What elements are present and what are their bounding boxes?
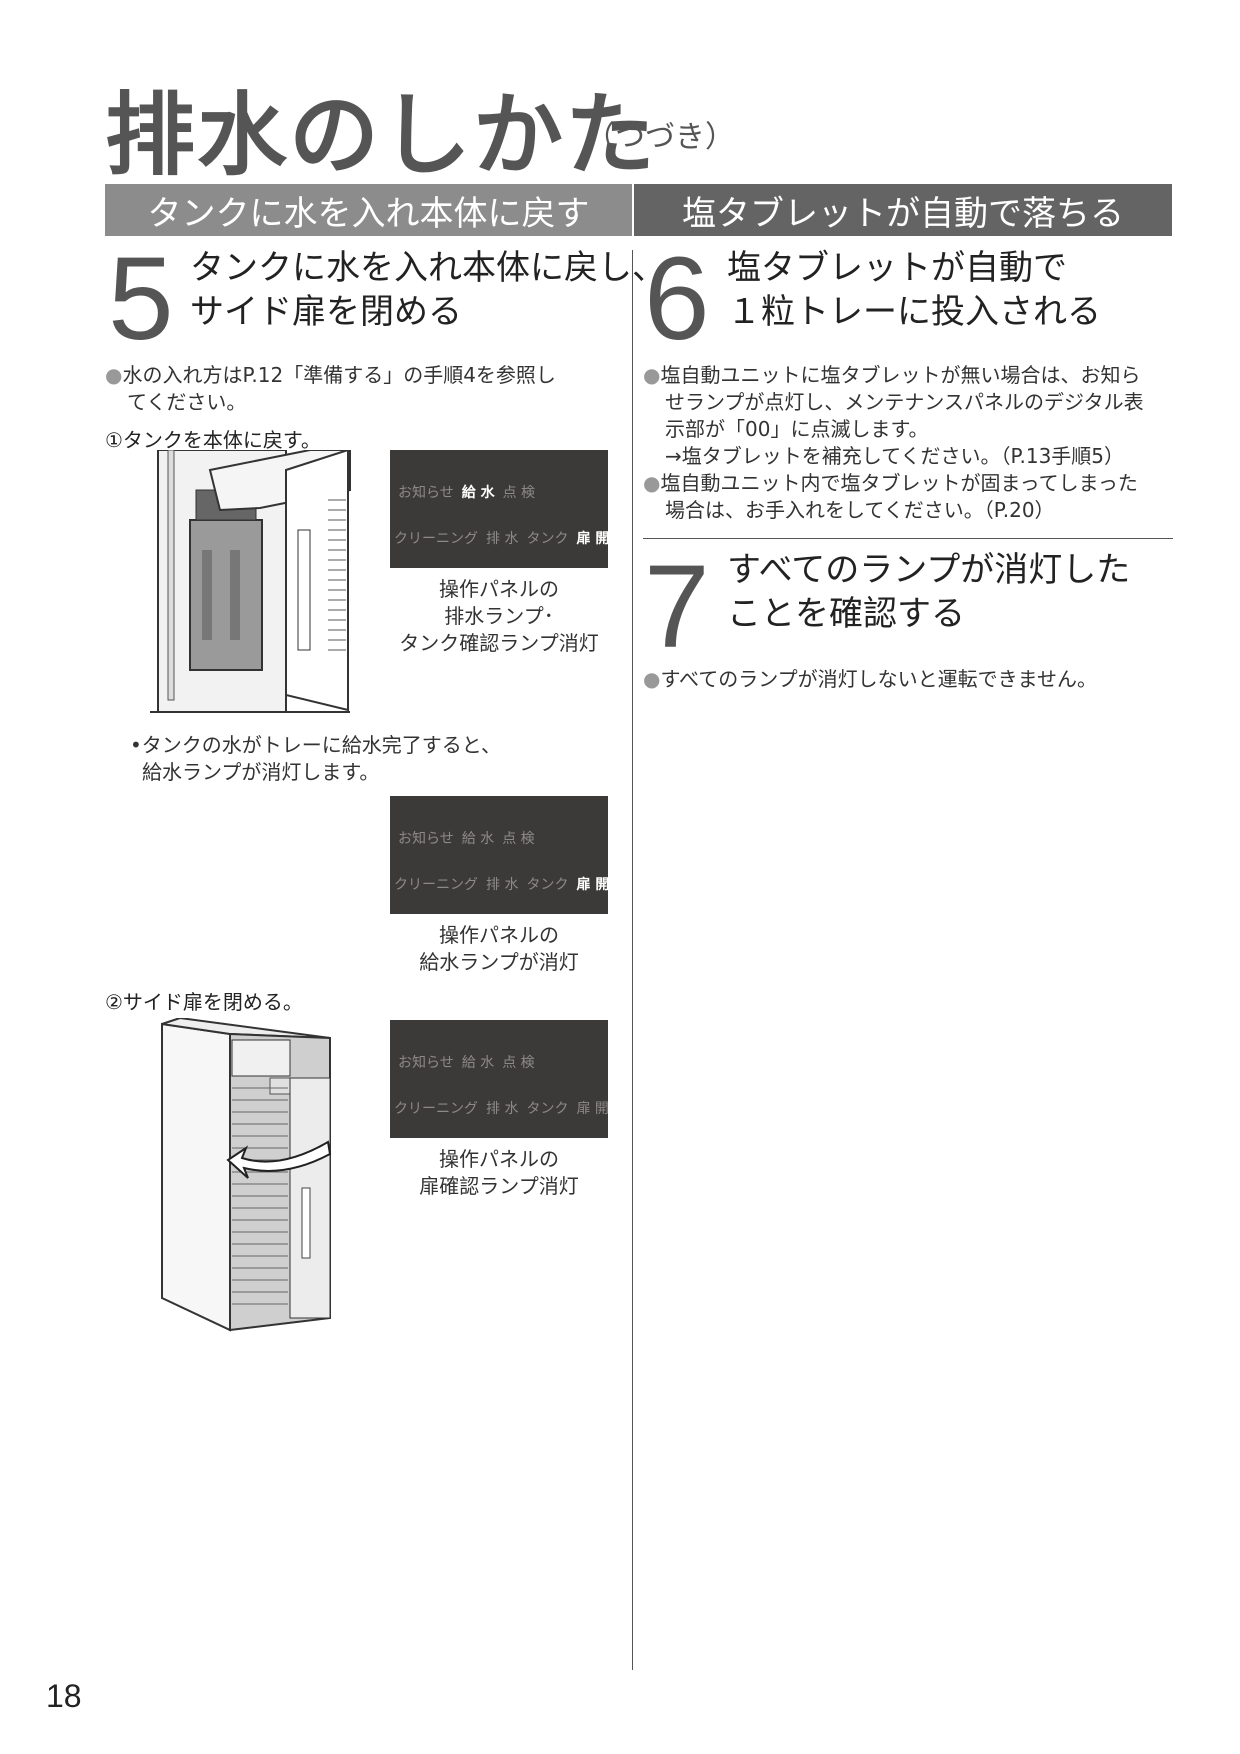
bullet-mark: ● bbox=[643, 363, 661, 387]
step5-substep1: ①タンクを本体に戻す。 bbox=[105, 428, 321, 452]
step5-bullet2: •タンクの水がトレーに給水完了すると、 給水ランプが消灯します。 bbox=[130, 732, 501, 786]
panel-lamp-haisui: 排 水 bbox=[486, 1101, 519, 1117]
step7-title-line2: ことを確認する bbox=[727, 594, 965, 634]
step6-note1-line2: せランプが点灯し、メンテナンスパネルのデジタル表 bbox=[665, 390, 1144, 414]
bullet-mark: ● bbox=[643, 667, 661, 691]
step5-number: 5 bbox=[108, 233, 174, 365]
caption-line: 排水ランプ･ bbox=[444, 604, 554, 628]
control-panel-3: お知らせ給 水点 検 クリーニング排 水タンク扉 開 bbox=[390, 1020, 609, 1138]
step6-note1-line3: 示部が「00」に点滅します。 bbox=[665, 417, 929, 441]
caption-panel-3: 操作パネルの 扉確認ランプ消灯 bbox=[390, 1146, 608, 1200]
step7-title-line1: すべてのランプが消灯した bbox=[727, 550, 1131, 590]
caption-line: タンク確認ランプ消灯 bbox=[399, 631, 599, 655]
control-panel-1: お知らせ給 水点 検 クリーニング排 水タンク扉 開 bbox=[390, 450, 610, 568]
step7-number: 7 bbox=[644, 541, 710, 673]
step6-note2-line2: 場合は、お手入れをしてください。（P.20） bbox=[665, 498, 1055, 522]
step6-note1-line1: 塩自動ユニットに塩タブレットが無い場合は、お知ら bbox=[660, 363, 1141, 387]
step6-number: 6 bbox=[644, 233, 710, 365]
panel-label-oshirase: お知らせ bbox=[398, 485, 454, 501]
panel-lamp-haisui: 排 水 bbox=[486, 531, 519, 547]
step5-note-line2: てください。 bbox=[127, 390, 247, 414]
panel-lamp-cleaning: クリーニング bbox=[394, 531, 478, 547]
page-number: 18 bbox=[46, 1678, 82, 1714]
caption-panel-1: 操作パネルの 排水ランプ･ タンク確認ランプ消灯 bbox=[390, 576, 608, 657]
step5-bullet2-line2: 給水ランプが消灯します。 bbox=[142, 760, 380, 784]
step5-title-line2: サイド扉を閉める bbox=[190, 292, 462, 332]
panel-lamp-kyusui: 給 水 bbox=[461, 831, 495, 847]
page-title: 排水のしかた bbox=[105, 83, 657, 188]
caption-panel-2: 操作パネルの 給水ランプが消灯 bbox=[390, 922, 608, 976]
panel-lamp-tobira: 扉 開 bbox=[576, 877, 610, 893]
tank-insert-illustration bbox=[150, 450, 351, 713]
step7-note: ●すべてのランプが消灯しないと運転できません。 bbox=[643, 666, 1097, 693]
bullet-mark: ● bbox=[643, 471, 661, 495]
caption-line: 操作パネルの bbox=[439, 1147, 559, 1171]
section-band-salt: 塩タブレットが自動で落ちる bbox=[634, 184, 1172, 236]
panel-lamp-cleaning: クリーニング bbox=[394, 877, 478, 893]
panel-label-oshirase: お知らせ bbox=[398, 1055, 454, 1071]
panel-lamp-kyusui: 給 水 bbox=[461, 1055, 495, 1071]
panel-lamp-tenken: 点 検 bbox=[502, 485, 536, 501]
caption-line: 給水ランプが消灯 bbox=[419, 950, 579, 974]
step5-title-line1: タンクに水を入れ本体に戻し、 bbox=[190, 248, 666, 288]
step6-note1-line4: →塩タブレットを補充してください。（P.13手順5） bbox=[665, 444, 1125, 468]
panel-label-oshirase: お知らせ bbox=[398, 831, 454, 847]
panel-lamp-haisui: 排 水 bbox=[486, 877, 519, 893]
step6-note2-line1: 塩自動ユニット内で塩タブレットが固まってしまった bbox=[660, 471, 1138, 495]
bullet-mark: ● bbox=[105, 363, 123, 387]
panel-lamp-tank: タンク bbox=[526, 877, 569, 893]
panel-lamp-kyusui: 給 水 bbox=[461, 485, 495, 501]
step5-bullet2-line1: •タンクの水がトレーに給水完了すると、 bbox=[130, 733, 501, 757]
column-divider bbox=[632, 250, 633, 1670]
step7-note-text: すべてのランプが消灯しないと運転できません。 bbox=[660, 667, 1098, 691]
panel-lamp-tenken: 点 検 bbox=[502, 831, 535, 847]
caption-line: 操作パネルの bbox=[439, 923, 559, 947]
panel-lamp-tobira: 扉 開 bbox=[576, 531, 610, 547]
step6-title-line2: １粒トレーに投入される bbox=[727, 292, 1101, 332]
caption-line: 扉確認ランプ消灯 bbox=[419, 1174, 579, 1198]
door-close-illustration bbox=[161, 1018, 332, 1332]
panel-lamp-cleaning: クリーニング bbox=[394, 1101, 478, 1117]
step6-title-line1: 塩タブレットが自動で bbox=[727, 248, 1067, 288]
caption-line: 操作パネルの bbox=[439, 577, 559, 601]
section-band-tank: タンクに水を入れ本体に戻す bbox=[105, 184, 632, 236]
panel-lamp-tank: タンク bbox=[526, 531, 569, 547]
control-panel-2: お知らせ給 水点 検 クリーニング排 水タンク扉 開 bbox=[390, 796, 610, 914]
panel-lamp-tobira: 扉 開 bbox=[576, 1101, 609, 1117]
step6-notes: ●塩自動ユニットに塩タブレットが無い場合は、お知ら せランプが点灯し、メンテナン… bbox=[643, 362, 1144, 524]
step5-substep2: ②サイド扉を閉める。 bbox=[105, 990, 303, 1014]
panel-lamp-tank: タンク bbox=[526, 1101, 569, 1117]
step-divider bbox=[643, 538, 1173, 539]
panel-lamp-tenken: 点 検 bbox=[502, 1055, 535, 1071]
step5-note-line1: 水の入れ方はP.12「準備する」の手順4を参照し bbox=[122, 363, 556, 387]
step5-note: ●水の入れ方はP.12「準備する」の手順4を参照し てください。 bbox=[105, 362, 556, 416]
page-title-suffix: （つづき） bbox=[585, 120, 735, 155]
